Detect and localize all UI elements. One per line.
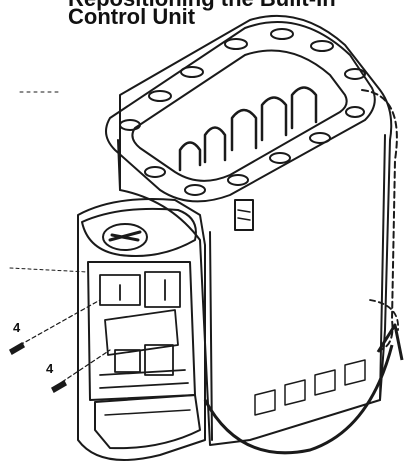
body-edge-left xyxy=(117,139,121,191)
diagram-title-line-2: Control Unit xyxy=(68,4,196,29)
control-cover-frame xyxy=(87,261,196,401)
screw-leader-lower xyxy=(61,349,111,383)
screw-upper xyxy=(9,341,25,356)
screw-leader-upper xyxy=(19,299,101,346)
callout-screw-upper: 4 xyxy=(13,320,21,335)
logo-plate xyxy=(234,199,254,231)
heater-body xyxy=(119,14,393,446)
control-unit-housing xyxy=(77,198,206,461)
screws xyxy=(9,341,67,394)
body-front-edge xyxy=(209,231,213,441)
callout-screw-lower: 4 xyxy=(46,361,54,376)
top-opening xyxy=(131,49,348,182)
rim-holes xyxy=(119,28,366,196)
reposition-dashed-outline xyxy=(361,89,398,351)
base-tray xyxy=(94,394,201,450)
control-knob xyxy=(102,223,148,251)
screw-lower xyxy=(51,379,67,394)
diagram-title-line-1: Repositioning the Built-In xyxy=(68,0,336,10)
leader-line-left xyxy=(9,267,89,273)
vent-slots xyxy=(254,359,366,416)
rotation-arrow xyxy=(203,344,394,455)
control-panel-top xyxy=(81,207,197,257)
body-right-edge xyxy=(379,134,386,401)
internal-components xyxy=(99,271,189,389)
top-rim xyxy=(105,21,376,203)
rotation-arrowhead xyxy=(376,323,404,361)
heating-elements xyxy=(178,86,318,172)
